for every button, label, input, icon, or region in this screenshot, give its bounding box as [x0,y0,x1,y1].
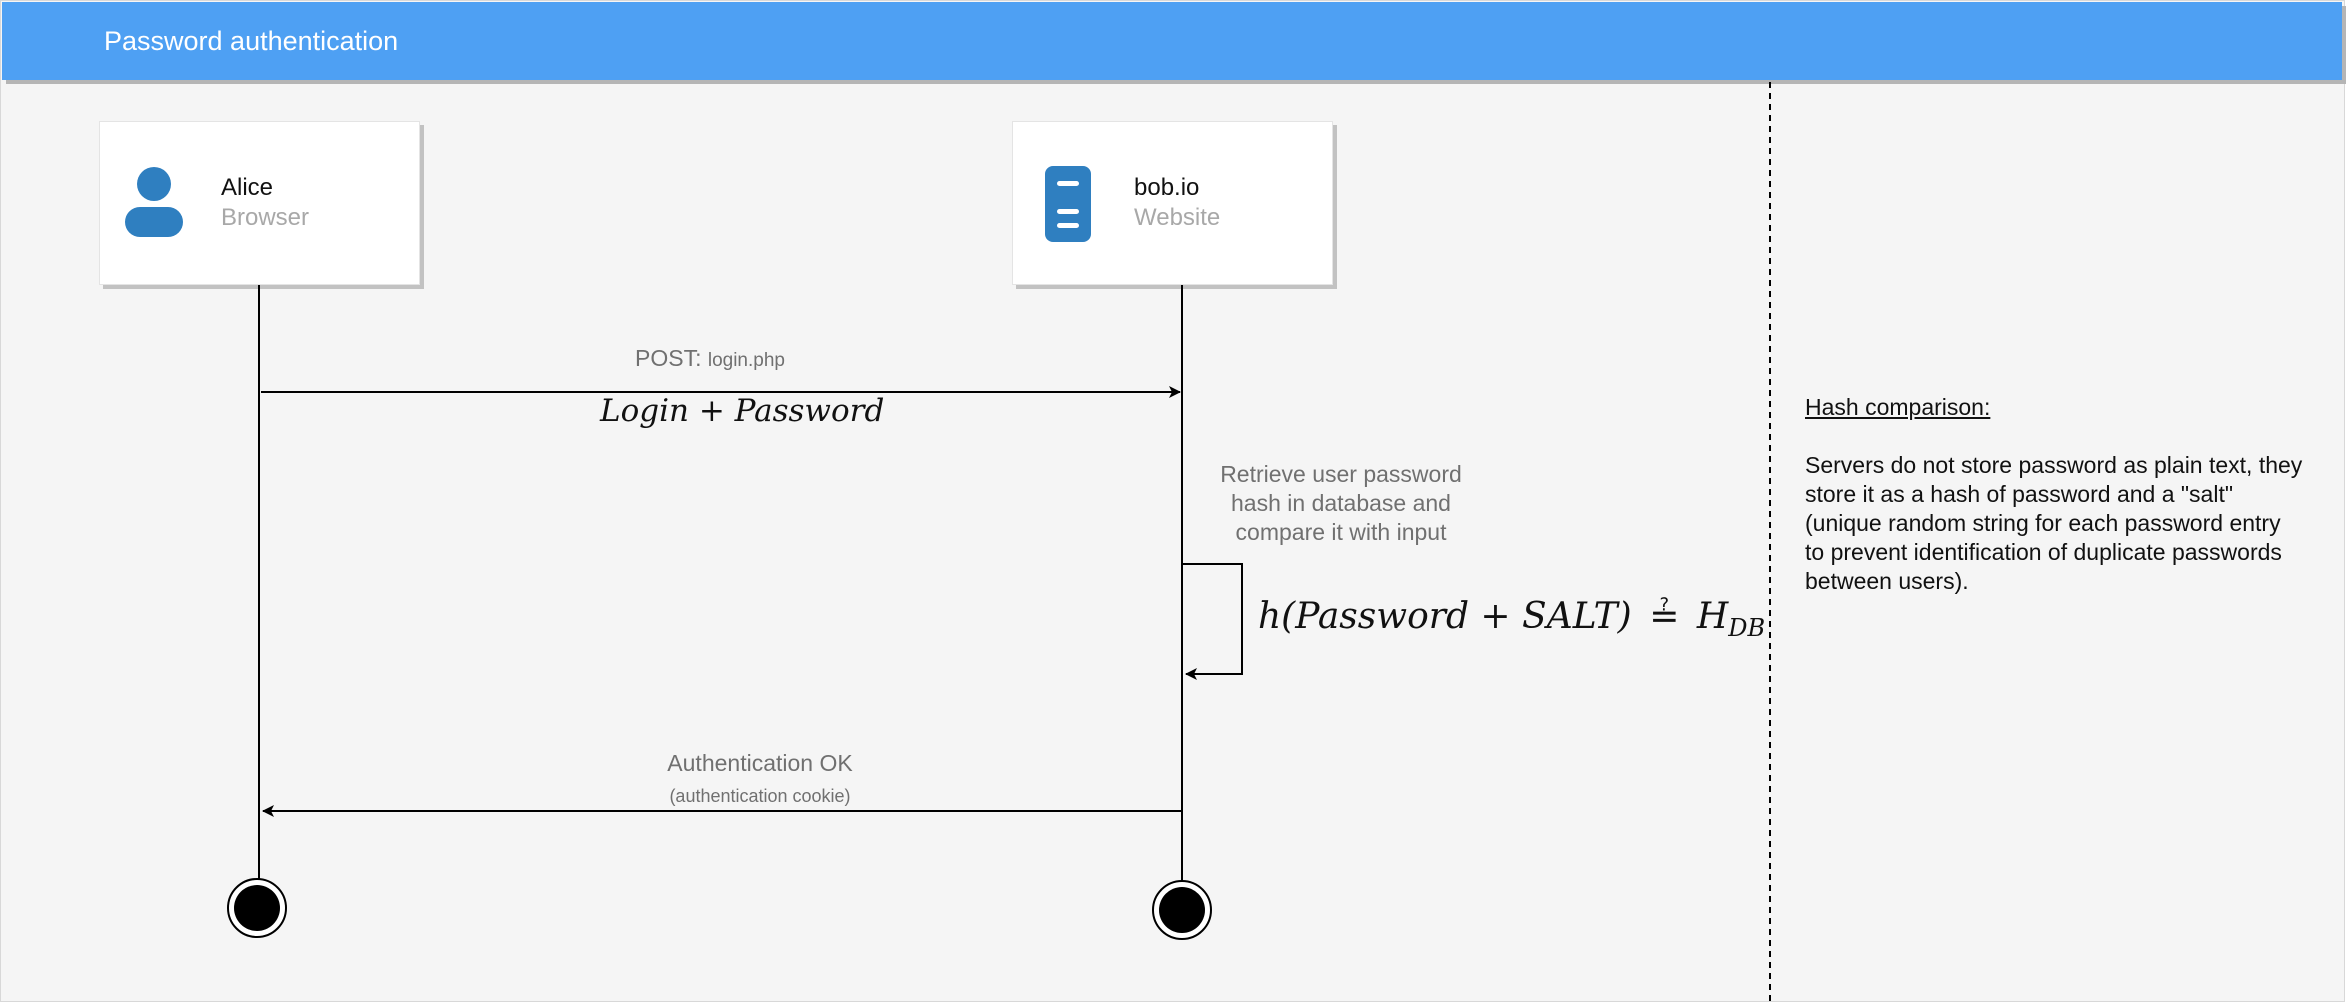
actor-name: Alice [221,174,274,201]
post-label: POST: login.php [560,345,860,372]
end-marker-alice [227,878,287,938]
note-title: Hash comparison: [1805,394,1991,420]
user-icon [125,167,183,237]
title-bar: Password authentication [2,2,2342,80]
retrieve-line: compare it with input [1235,519,1447,545]
hash-formula: h(Password + SALT) ≟ HDB [1258,596,1765,642]
formula-rhs: H [1696,596,1729,637]
actor-role: Browser [221,204,310,231]
formula-operator: ≟ [1649,596,1680,637]
note-body: Servers do not store password as plain t… [1805,452,2303,594]
retrieve-line: hash in database and [1231,490,1451,516]
post-payload: Login + Password [600,393,885,429]
actor-name: bob.io [1134,174,1200,201]
server-icon [1045,166,1091,242]
post-method: POST: [635,345,702,371]
auth-ok-detail: (authentication cookie) [669,786,851,806]
auth-ok-label: Authentication OK [667,750,853,776]
formula-rhs-sub: DB [1728,614,1766,643]
end-marker-bob-io [1152,880,1212,940]
diagram-title: Password authentication [104,26,399,56]
retrieve-line: Retrieve user password [1220,461,1462,487]
actor-role: Website [1134,204,1221,231]
actor-bob-io: bob.io Website [1012,121,1333,285]
formula-lhs: h(Password + SALT) [1258,596,1632,637]
arrow-self-compare [1183,563,1243,680]
post-target: login.php [707,350,785,371]
hash-comparison-note: Hash comparison: Servers do not store pa… [1805,393,2305,596]
actor-alice: Alice Browser [99,121,420,285]
retrieve-note: Retrieve user password hash in database … [1195,460,1487,547]
